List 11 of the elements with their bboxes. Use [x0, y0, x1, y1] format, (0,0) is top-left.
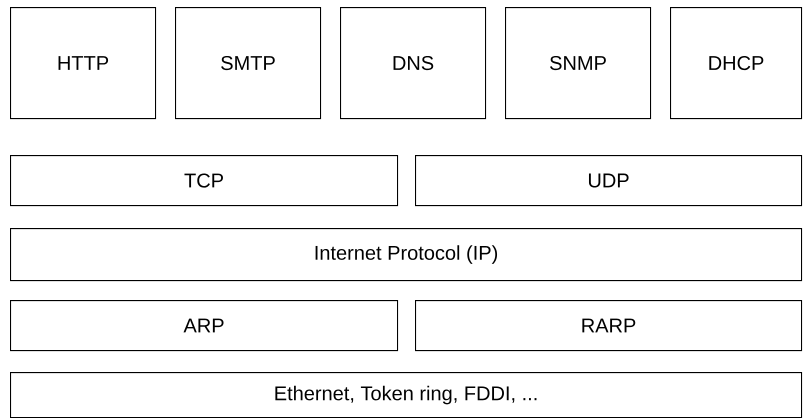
protocol-box: DNS: [340, 7, 486, 120]
protocol-box: Ethernet, Token ring, FDDI, ...: [10, 372, 802, 418]
protocol-box: SMTP: [175, 7, 322, 120]
protocol-box: SNMP: [505, 7, 652, 120]
protocol-box: HTTP: [10, 7, 156, 120]
protocol-box: DHCP: [670, 7, 802, 120]
protocol-box: UDP: [415, 155, 802, 206]
protocol-box: Internet Protocol (IP): [10, 228, 802, 282]
protocol-box: ARP: [10, 300, 398, 352]
protocol-box: TCP: [10, 155, 398, 206]
protocol-box: RARP: [415, 300, 802, 352]
